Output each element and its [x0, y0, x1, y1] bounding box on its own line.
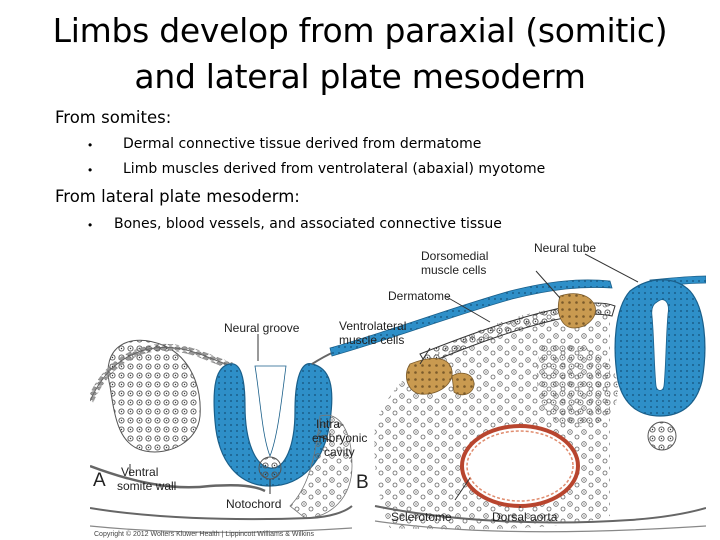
- slide-title: Limbs develop from paraxial (somitic) an…: [20, 8, 700, 100]
- dorsomedial-muscle-cells: [557, 293, 596, 329]
- label-intraembryonic-1: Intra-: [316, 417, 344, 431]
- panel-a: [90, 334, 353, 533]
- label-dermatome: Dermatome: [388, 289, 451, 303]
- label-neural-tube: Neural tube: [534, 241, 596, 255]
- label-dorsal-aorta: Dorsal aorta: [492, 510, 558, 524]
- ventral-somite-wall: [90, 464, 266, 493]
- surface-ectoderm-b: [329, 279, 613, 357]
- intraembryonic-cavity: [289, 414, 353, 519]
- label-panel-b: B: [356, 472, 369, 493]
- neural-groove-tissue: [213, 363, 333, 487]
- embryo-cross-section-figure: Neural groove Intra- embryonic cavity A …: [90, 241, 706, 538]
- bullet-marker: •: [88, 138, 93, 152]
- neural-groove-lumen: [254, 365, 287, 458]
- dorsal-aorta: [460, 424, 580, 508]
- title-line-2: and lateral plate mesoderm: [134, 57, 586, 96]
- section-heading-lateral-plate: From lateral plate mesoderm:: [55, 187, 300, 206]
- label-ventrolateral-1: Ventrolateral: [339, 319, 406, 333]
- neural-tube-lumen: [651, 299, 669, 391]
- panel-b: [329, 253, 706, 533]
- bullet-marker: •: [88, 163, 93, 177]
- label-ventral-somite-2: somite wall: [117, 479, 176, 493]
- notochord-b: [647, 421, 677, 451]
- label-dorsomedial-2: muscle cells: [421, 263, 486, 277]
- somite-cell-mass: [107, 339, 201, 453]
- label-ventral-somite-1: Ventral: [121, 465, 158, 479]
- label-panel-a: A: [93, 470, 106, 491]
- label-sclerotome: Sclerotome: [391, 510, 452, 524]
- label-notochord: Notochord: [226, 497, 281, 511]
- copyright-notice: Copyright © 2012 Wolters Kluwer Health |…: [94, 530, 315, 538]
- bullet-dermal-connective: Dermal connective tissue derived from de…: [123, 136, 482, 152]
- label-neural-groove: Neural groove: [224, 321, 300, 335]
- sclerotome-cells: [536, 343, 619, 427]
- bullet-bones-vessels: Bones, blood vessels, and associated con…: [114, 216, 502, 232]
- label-ventrolateral-2: muscle cells: [339, 333, 404, 347]
- section-heading-somites: From somites:: [55, 108, 172, 127]
- label-intraembryonic-2: embryonic: [312, 431, 367, 445]
- label-intraembryonic-3: cavity: [324, 445, 355, 459]
- ventrolateral-muscle-cells: [406, 357, 453, 395]
- title-line-1: Limbs develop from paraxial (somitic): [52, 11, 668, 50]
- label-dorsomedial-1: Dorsomedial: [421, 249, 488, 263]
- bullet-limb-muscles: Limb muscles derived from ventrolateral …: [123, 161, 546, 177]
- endoderm-layer: [90, 505, 353, 521]
- notochord: [258, 456, 282, 480]
- bullet-marker: •: [88, 218, 93, 232]
